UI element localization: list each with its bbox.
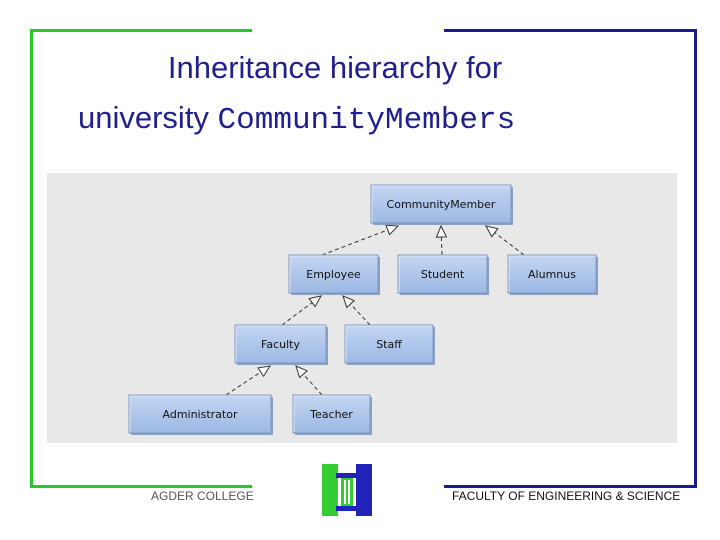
node-staff: Staff — [344, 324, 435, 365]
node-communitymember: CommunityMember — [370, 184, 513, 225]
edge-staff-to-employee — [342, 295, 371, 326]
footer-college-name: AGDER COLLEGE — [151, 489, 254, 503]
node-teacher: Teacher — [292, 394, 372, 435]
edge-employee-to-communitymember — [321, 224, 400, 256]
slide-title-line1: Inheritance hierarchy for — [167, 50, 503, 85]
node-label-employee: Employee — [306, 268, 361, 281]
node-label-administrator: Administrator — [163, 408, 238, 421]
frame-bottom-left-green — [30, 485, 252, 488]
node-label-faculty: Faculty — [261, 338, 300, 351]
node-label-student: Student — [421, 268, 465, 281]
node-label-staff: Staff — [376, 338, 402, 351]
frame-top-left-green — [30, 29, 252, 32]
title-prefix: university — [78, 100, 218, 135]
frame-right-blue — [694, 29, 697, 487]
node-label-communitymember: CommunityMember — [387, 198, 496, 211]
edge-student-to-communitymember — [435, 224, 448, 256]
node-administrator: Administrator — [128, 394, 273, 435]
footer-faculty-name: FACULTY OF ENGINEERING & SCIENCE — [452, 489, 681, 503]
edge-teacher-to-faculty — [295, 365, 323, 396]
node-label-teacher: Teacher — [309, 408, 353, 421]
node-employee: Employee — [288, 254, 380, 295]
node-faculty: Faculty — [234, 324, 328, 365]
slide-title-line2: university CommunityMembers — [78, 100, 678, 138]
edge-alumnus-to-communitymember — [485, 225, 525, 256]
node-student: Student — [397, 254, 489, 295]
node-alumnus: Alumnus — [507, 254, 598, 295]
frame-bottom-right-blue — [444, 485, 697, 488]
title-code: CommunityMembers — [217, 103, 516, 138]
edge-administrator-to-faculty — [225, 365, 272, 396]
frame-top-right-blue — [444, 29, 697, 32]
college-pillar-logo-icon — [322, 464, 372, 516]
node-label-alumnus: Alumnus — [528, 268, 576, 281]
edge-faculty-to-employee — [281, 295, 322, 326]
frame-left-green — [30, 29, 33, 487]
